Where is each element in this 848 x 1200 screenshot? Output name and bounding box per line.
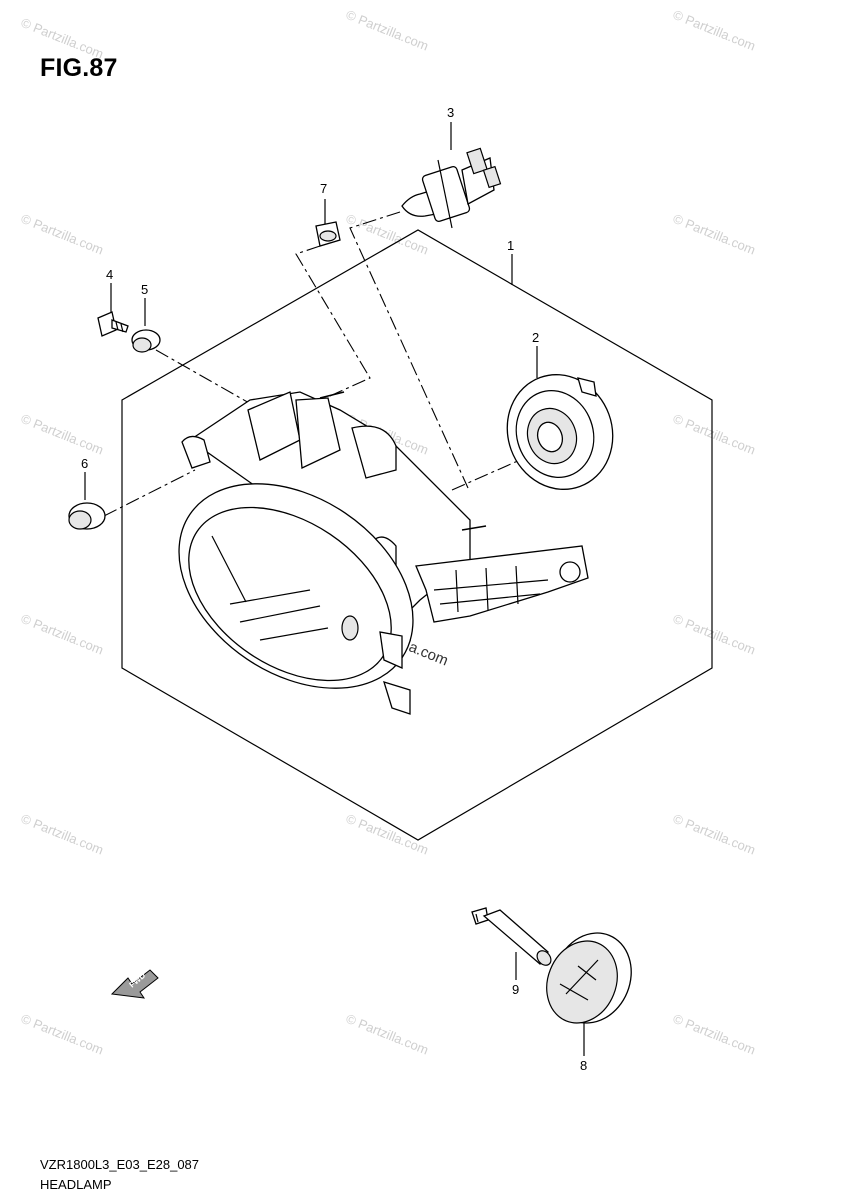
callout-7: 7 bbox=[320, 181, 327, 196]
assembly-outline bbox=[121, 229, 713, 841]
watermark-text: © Partzilla.com bbox=[19, 411, 106, 458]
grommet-small-part bbox=[315, 221, 341, 247]
fwd-arrow-icon: FWD bbox=[110, 969, 159, 999]
adjuster-shaft-part bbox=[471, 907, 552, 966]
callout-5: 5 bbox=[141, 282, 148, 297]
diagram-name: HEADLAMP bbox=[40, 1177, 112, 1192]
cap-part bbox=[546, 932, 632, 1024]
socket-cover-part bbox=[506, 374, 614, 490]
headlamp-lens bbox=[178, 483, 414, 715]
screw-part bbox=[97, 311, 129, 337]
callout-2: 2 bbox=[532, 330, 539, 345]
watermark-text: © Partzilla.com bbox=[671, 811, 758, 858]
grommet-lower-part bbox=[68, 502, 106, 530]
bulb-part bbox=[401, 147, 502, 229]
figure-title: FIG.87 bbox=[40, 54, 118, 82]
watermark-text: © Partzilla.com bbox=[19, 211, 106, 258]
watermark-text: © Partzilla.com bbox=[671, 611, 758, 658]
watermark-text: © Partzilla.com bbox=[19, 1011, 106, 1058]
callout-6: 6 bbox=[81, 456, 88, 471]
watermark-text: © Partzilla.com bbox=[671, 1011, 758, 1058]
callout-9: 9 bbox=[512, 982, 519, 997]
callout-3: 3 bbox=[447, 105, 454, 120]
watermark-text: © Partzilla.com bbox=[19, 15, 106, 62]
watermark-text: © Partzilla.com bbox=[671, 211, 758, 258]
watermark-text: © Partzilla.com bbox=[19, 811, 106, 858]
diagram-code: VZR1800L3_E03_E28_087 bbox=[40, 1157, 200, 1172]
callout-1: 1 bbox=[507, 238, 514, 253]
callout-4: 4 bbox=[106, 267, 113, 282]
watermark-text: © Partzilla.com bbox=[671, 411, 758, 458]
grommet-part bbox=[131, 329, 161, 353]
watermark-text: © Partzilla.com bbox=[344, 1011, 431, 1058]
watermark-text: © Partzilla.com bbox=[19, 611, 106, 658]
leader-lines bbox=[84, 122, 585, 1056]
watermark-text: © Partzilla.com bbox=[344, 211, 431, 258]
watermark-text: © Partzilla.com bbox=[671, 7, 758, 54]
callout-labels: 1 2 3 4 5 6 7 8 9 bbox=[81, 105, 587, 1073]
callout-8: 8 bbox=[580, 1058, 587, 1073]
watermark-text: © Partzilla.com bbox=[344, 811, 431, 858]
watermark-text: © Partzilla.com bbox=[344, 7, 431, 54]
